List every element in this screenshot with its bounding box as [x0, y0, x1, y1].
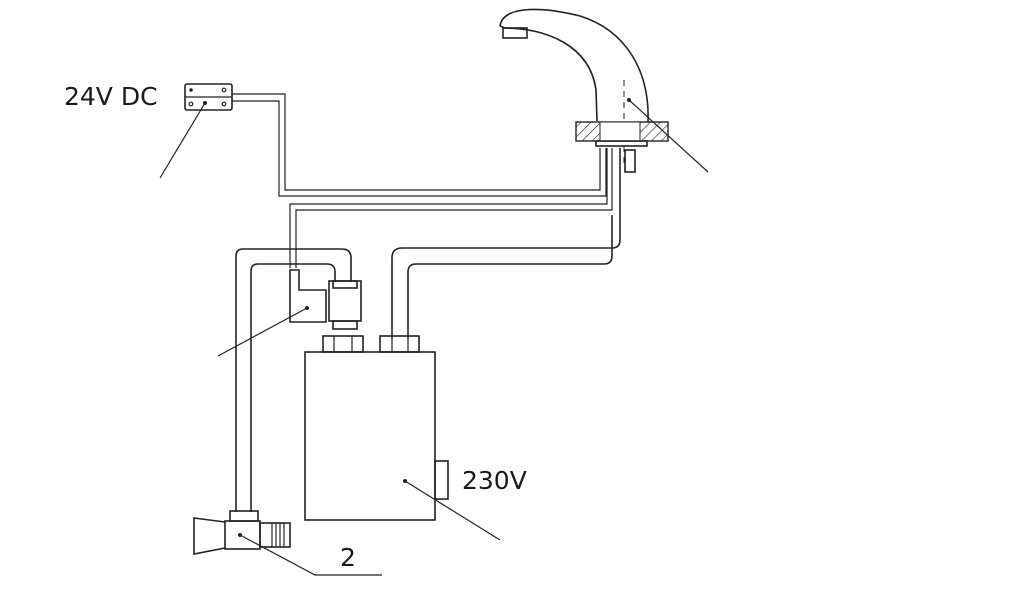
angle-valve — [193, 510, 291, 555]
solenoid-valve — [289, 269, 362, 330]
solenoid-leader — [217, 307, 308, 357]
faucet-hose — [391, 148, 621, 338]
mains-supply-label: 230V — [462, 466, 527, 495]
dc-connector — [184, 83, 233, 111]
angle-valve-leader — [239, 534, 382, 576]
dc-connector-leader — [159, 102, 206, 179]
supply-pipe — [235, 248, 352, 512]
water-heater-unit — [304, 335, 449, 521]
heater-leader — [404, 480, 501, 541]
faucet-leader — [628, 99, 709, 173]
dc-supply-label: 24V DC — [64, 82, 158, 111]
valve-cable — [289, 148, 613, 268]
valve-reference-number: 2 — [340, 543, 356, 572]
sensor-cable — [232, 93, 607, 197]
faucet — [499, 8, 669, 173]
